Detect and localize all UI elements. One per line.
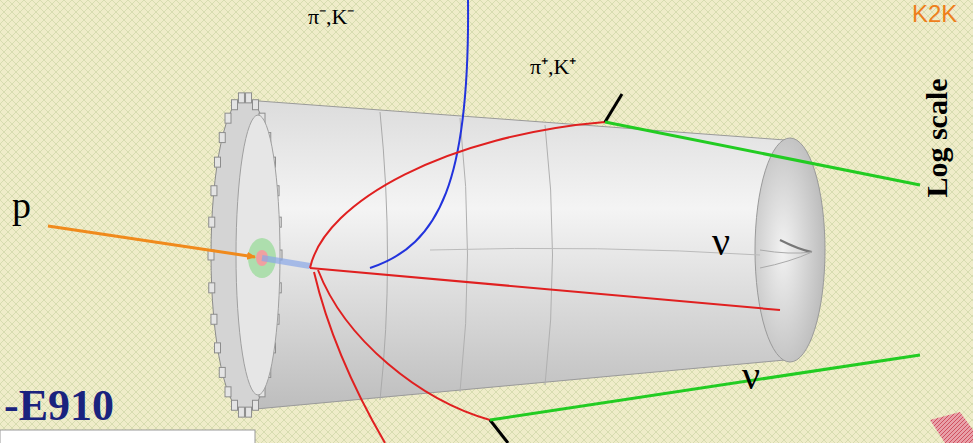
muon-stub [605,94,622,122]
flange-tooth [225,387,231,397]
flange-tooth [253,100,259,110]
flange-tooth [225,113,231,123]
flange-tooth [209,283,215,293]
beam-label: p [12,186,31,224]
neutrino-line [605,122,920,185]
neutrino-label: ν [712,222,730,262]
arrow-fragment [930,412,973,443]
particle-label: π⁻,K⁻ [308,6,355,28]
neutrino-line [490,355,920,420]
flange-tooth [238,407,244,417]
flange-tooth [211,186,217,196]
flange-tooth [211,314,217,324]
end-dome [755,138,825,362]
flange-tooth [219,367,225,377]
proton-beam [48,226,255,257]
particle-label: π⁺,K⁺ [530,56,577,78]
experiment-label: -E910 [4,384,114,428]
flange-tooth [219,133,225,143]
flange-tooth [231,400,237,410]
flange-tooth [246,93,252,103]
flange-tooth [214,157,220,167]
flange-tooth [231,100,237,110]
straight-track [310,268,780,310]
positive-track [314,272,385,443]
flange-tooth [209,217,215,227]
positive-track [318,270,490,420]
positive-track [310,122,605,268]
experiment-label: K2K [912,2,957,26]
flange-tooth [253,400,259,410]
neutrino-label: ν [742,356,760,396]
chart-fragment [0,430,255,443]
axis-note: Log scale [922,78,952,197]
negative-track [370,0,468,268]
flange-tooth [238,93,244,103]
flange-tooth [246,407,252,417]
tpc-body [245,100,785,410]
flange-tooth [214,343,220,353]
muon-stub [490,420,508,443]
